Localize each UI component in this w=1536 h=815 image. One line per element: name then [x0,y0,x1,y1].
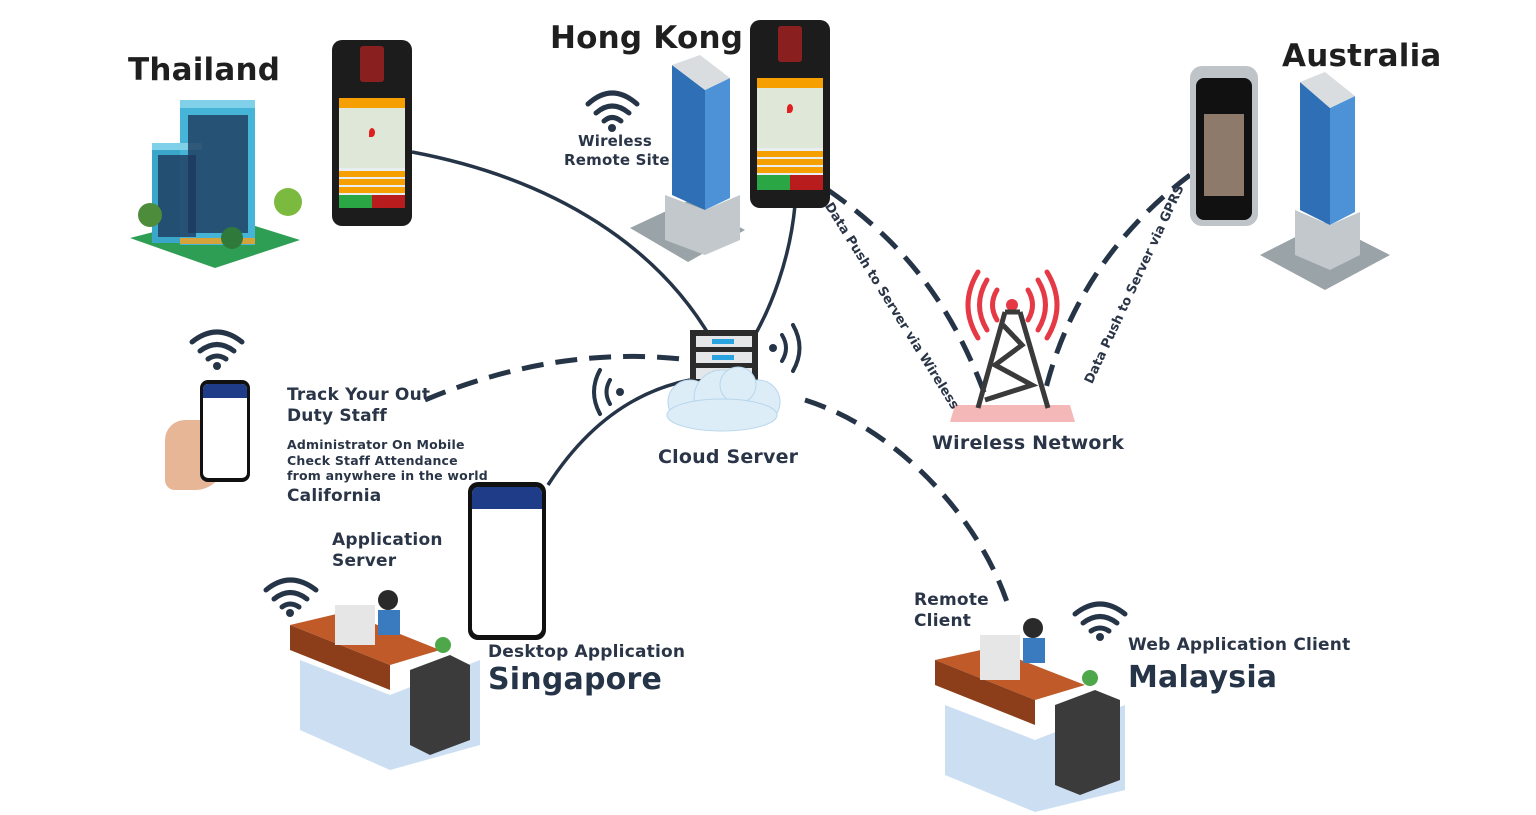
fingerprint-sensor-icon [778,26,802,62]
clock-out-button [372,195,405,208]
edge-singapore-cloud [546,378,691,486]
malaysia-remote-1: Remote [914,590,989,610]
singapore-server-1: Application [332,530,443,550]
malaysia-label: Malaysia [1128,660,1278,695]
australia-label: Australia [1282,38,1442,74]
face-recognition-terminal [1190,66,1258,226]
thailand-fingerprint-device [332,40,412,226]
singapore-server-2: Server [332,551,397,571]
malaysia-remote-2: Client [914,611,972,631]
fingerprint-sensor-icon [360,46,384,82]
california-desc-1: Administrator On Mobile [287,437,465,452]
california-title-2: Duty Staff [287,406,387,426]
california-desc-3: from anywhere in the world [287,468,488,483]
hongkong-sublabel-2: Remote Site [564,151,670,169]
california-title-1: Track Your Out [287,385,431,405]
edge-cloud-malaysia [804,397,1011,606]
edge-australia-tower [1042,173,1192,393]
edge-thailand-cloud [411,150,714,341]
clock-in-button [757,175,790,190]
thailand-label: Thailand [128,52,281,88]
california-label: California [287,486,382,506]
clock-out-button [790,175,823,190]
map-pin-icon [787,104,793,113]
california-desc-2: Check Staff Attendance [287,453,458,468]
edge-california-cloud [424,353,691,403]
face-photo [1204,114,1244,196]
singapore-mobile-phone [468,482,546,640]
california-mobile-phone [200,380,250,482]
singapore-app-label: Desktop Application [488,642,686,662]
edge-hongkong-tower [826,187,988,396]
tower-label: Wireless Network [932,432,1125,454]
device-screen [757,78,823,190]
map-pin-icon [369,128,375,137]
device-screen [339,98,405,208]
hongkong-fingerprint-device [750,20,830,208]
cloud-label: Cloud Server [658,446,799,468]
clock-in-button [339,195,372,208]
hongkong-label: Hong Kong [550,20,744,56]
singapore-label: Singapore [488,662,662,697]
edge-hongkong-cloud [750,204,797,341]
hongkong-sublabel-1: Wireless [578,132,653,150]
malaysia-app-label: Web Application Client [1128,635,1351,655]
